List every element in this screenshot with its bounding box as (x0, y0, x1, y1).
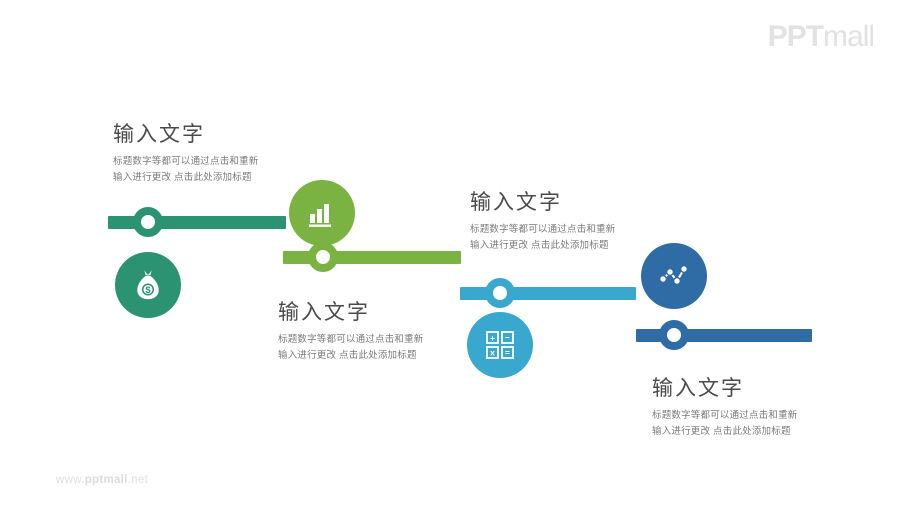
step-3-icon-circle[interactable]: + − x = (467, 312, 533, 378)
step-2-icon-circle[interactable] (289, 180, 355, 246)
calculator-icon: + − x = (486, 331, 514, 359)
step-3-heading: 输入文字 (470, 190, 562, 214)
logo-suffix: mall (822, 20, 875, 53)
svg-text:−: − (505, 333, 510, 343)
svg-text:+: + (490, 333, 495, 343)
step-2-body-line-1: 标题数字等都可以通过点击和重新 (278, 334, 424, 345)
step-1-body-line-1: 标题数字等都可以通过点击和重新 (113, 156, 259, 167)
step-4-body-line-2: 输入进行更改 点击此处添加标题 (652, 425, 791, 437)
step-1-text-block: 输入文字 标题数字等都可以通过点击和重新 输入进行更改 点击此处添加标题 (113, 118, 259, 185)
footer-brand: pptmall (84, 474, 128, 486)
step-1-icon-circle[interactable]: $ (115, 252, 181, 318)
step-2-body-line-2: 输入进行更改 点击此处添加标题 (278, 349, 417, 361)
footer-prefix: www. (56, 474, 85, 486)
step-2-node (308, 242, 338, 272)
footer-suffix: .net (127, 474, 149, 486)
step-2-text-block: 输入文字 标题数字等都可以通过点击和重新 输入进行更改 点击此处添加标题 (278, 296, 424, 363)
step-3-text-block: 输入文字 标题数字等都可以通过点击和重新 输入进行更改 点击此处添加标题 (470, 186, 616, 253)
svg-text:=: = (505, 348, 510, 358)
step-3-body-line-1: 标题数字等都可以通过点击和重新 (470, 224, 616, 235)
step-1-node (133, 207, 163, 237)
money-bag-icon: $ (137, 270, 159, 300)
step-4-text-block: 输入文字 标题数字等都可以通过点击和重新 输入进行更改 点击此处添加标题 (652, 372, 798, 439)
step-1-body-line-2: 输入进行更改 点击此处添加标题 (113, 171, 252, 183)
line-chart-icon (658, 264, 689, 286)
step-4-heading: 输入文字 (652, 376, 744, 400)
step-4-icon-circle[interactable] (641, 243, 707, 309)
step-3-body-line-2: 输入进行更改 点击此处添加标题 (470, 239, 609, 251)
svg-text:$: $ (145, 284, 151, 295)
step-4-node (659, 320, 689, 350)
logo-prefix: PPT (767, 20, 824, 53)
svg-text:x: x (490, 348, 495, 358)
step-1-heading: 输入文字 (113, 122, 205, 146)
bar-chart-icon (309, 204, 331, 227)
step-2-heading: 输入文字 (278, 300, 370, 324)
step-3-node (485, 278, 515, 308)
footer-url: www.pptmall.net (56, 474, 148, 486)
pptmall-logo: PPTmall (767, 20, 875, 53)
step-4-body-line-1: 标题数字等都可以通过点击和重新 (652, 410, 798, 421)
